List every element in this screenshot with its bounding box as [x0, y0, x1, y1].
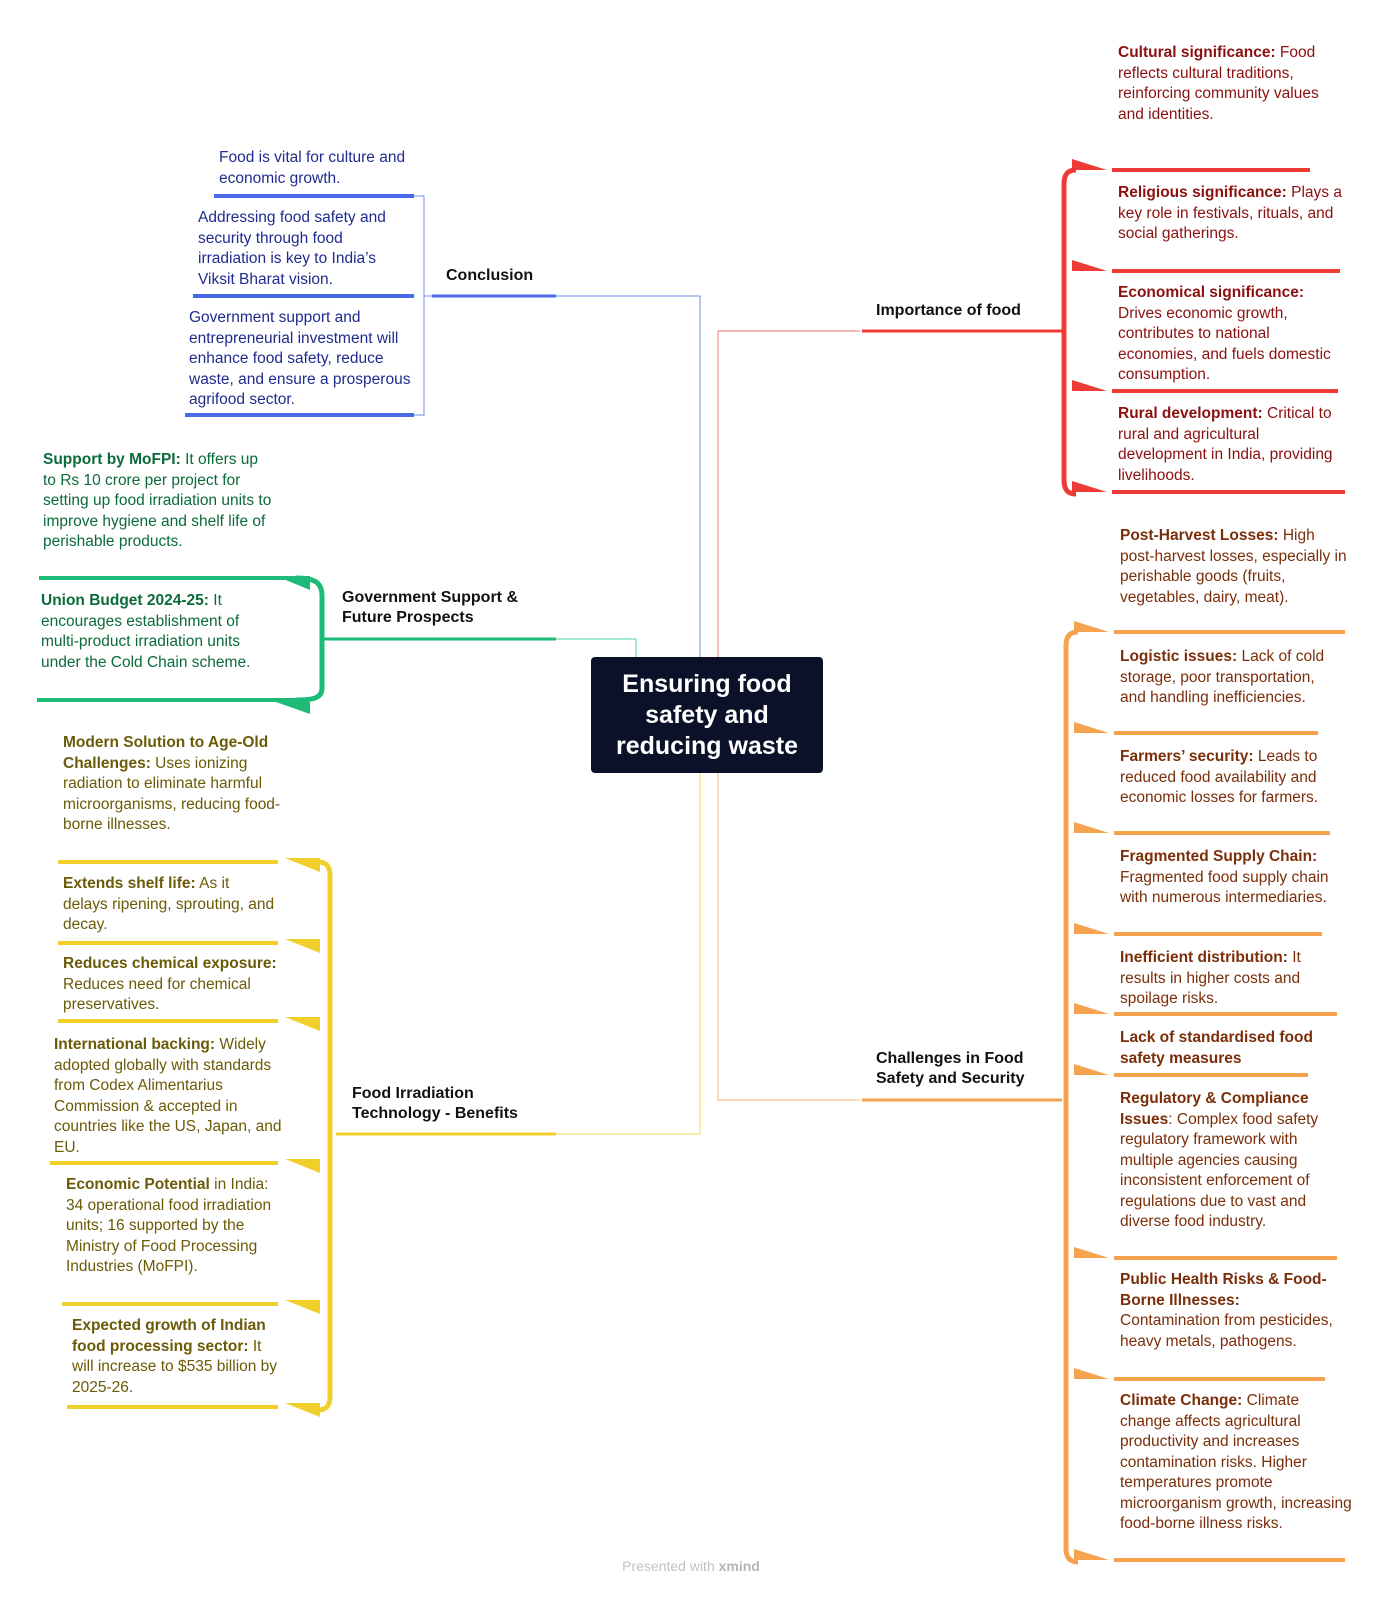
item-text: Fragmented food supply chain with numero…	[1120, 868, 1329, 907]
item-text: Lack of cold storage, poor transportatio…	[1120, 648, 1325, 706]
central-title: Ensuring food safety and reducing waste	[616, 669, 798, 760]
item-text: Contamination from pesticides, heavy met…	[1120, 1312, 1333, 1350]
item-title: Logistic issues:	[1120, 648, 1238, 665]
item-title: Religious significance:	[1118, 184, 1287, 201]
irradiation-item[interactable]: International backing: Widely adopted gl…	[54, 1035, 284, 1158]
challenges-connector	[717, 773, 860, 1101]
irradiation-item[interactable]: Modern Solution to Age-Old Challenges: U…	[63, 733, 283, 836]
item-text: Critical to rural and agricultural devel…	[1118, 405, 1333, 484]
item-title: Public Health Risks & Food-Borne Illness…	[1120, 1271, 1327, 1309]
item-text: Reduces need for chemical preservatives.	[63, 975, 251, 1014]
item-text: Widely adopted globally with standards f…	[54, 1036, 282, 1156]
branch-label: Conclusion	[446, 267, 534, 284]
item-text: It results in higher costs and spoilage …	[1120, 949, 1301, 1007]
irradiation-item[interactable]: Expected growth of Indian food processin…	[72, 1316, 282, 1398]
challenges-item[interactable]: Fragmented Supply Chain: Fragmented food…	[1120, 847, 1335, 909]
irradiation-item[interactable]: Extends shelf life: As it delays ripenin…	[63, 874, 278, 936]
item-text: As it delays ripening, sprouting, and de…	[63, 875, 275, 933]
challenges-item[interactable]: Regulatory & Compliance Issues: Complex …	[1120, 1089, 1345, 1233]
item-title: Rural development:	[1118, 405, 1263, 422]
item-text: in India: 34 operational food irradiatio…	[66, 1176, 272, 1275]
item-text: Food reflects cultural traditions, reinf…	[1118, 44, 1319, 123]
branch-label: Importance of food	[876, 302, 1021, 319]
branch-label: Challenges in Food Safety and Security	[876, 1050, 1025, 1087]
importance-tree	[1061, 159, 1345, 497]
item-title: Cultural significance:	[1118, 44, 1276, 61]
branch-government[interactable]: Government Support & Future Prospects	[342, 588, 552, 628]
importance-item[interactable]: Cultural significance: Food reflects cul…	[1118, 43, 1338, 125]
conclusion-tree	[185, 194, 432, 417]
item-title: Economical significance:	[1118, 284, 1305, 301]
item-title: Support by MoFPI:	[43, 451, 181, 468]
item-text: It offers up to Rs 10 crore per project …	[43, 451, 272, 550]
branch-label: Food Irradiation Technology - Benefits	[352, 1085, 518, 1122]
challenges-item[interactable]: Public Health Risks & Food-Borne Illness…	[1120, 1270, 1335, 1352]
government-item[interactable]: Support by MoFPI: It offers up to Rs 10 …	[43, 450, 273, 553]
item-text: Food is vital for culture and economic g…	[219, 149, 406, 187]
branch-challenges[interactable]: Challenges in Food Safety and Security	[876, 1049, 1066, 1089]
irradiation-item[interactable]: Economic Potential in India: 34 operatio…	[66, 1175, 281, 1278]
footer-prefix: Presented with	[622, 1558, 719, 1574]
government-item[interactable]: Union Budget 2024-25: It encourages esta…	[41, 591, 271, 673]
branch-label: Government Support & Future Prospects	[342, 589, 519, 626]
item-title: Fragmented Supply Chain:	[1120, 848, 1318, 865]
branch-conclusion[interactable]: Conclusion	[446, 266, 566, 286]
item-title: Post-Harvest Losses:	[1120, 527, 1279, 544]
challenges-item[interactable]: Farmers’ security: Leads to reduced food…	[1120, 747, 1345, 809]
item-text: Drives economic growth, contributes to n…	[1118, 304, 1331, 384]
item-text: It will increase to $535 billion by 2025…	[72, 1337, 278, 1396]
challenges-item[interactable]: Inefficient distribution: It results in …	[1120, 948, 1350, 1010]
importance-item[interactable]: Rural development: Critical to rural and…	[1118, 404, 1350, 486]
challenges-tree	[1063, 621, 1345, 1565]
central-topic[interactable]: Ensuring food safety and reducing waste	[591, 657, 823, 773]
item-text: High post-harvest losses, especially in …	[1120, 527, 1347, 606]
item-text: It encourages establishment of multi-pro…	[41, 592, 251, 671]
importance-item[interactable]: Economical significance: Drives economic…	[1118, 283, 1348, 386]
challenges-item[interactable]: Lack of standardised food safety measure…	[1120, 1028, 1320, 1069]
conclusion-connector	[556, 295, 701, 657]
government-connector	[556, 638, 637, 657]
item-text: : Complex food safety regulatory framewo…	[1120, 1110, 1319, 1231]
item-text: Plays a key role in festivals, rituals, …	[1118, 184, 1342, 242]
conclusion-item[interactable]: Government support and entrepreneurial i…	[189, 308, 417, 411]
conclusion-item[interactable]: Addressing food safety and security thro…	[198, 208, 413, 290]
branch-irradiation[interactable]: Food Irradiation Technology - Benefits	[352, 1084, 552, 1124]
item-title: Inefficient distribution:	[1120, 949, 1288, 966]
challenges-item[interactable]: Logistic issues: Lack of cold storage, p…	[1120, 647, 1335, 709]
item-title: Reduces chemical exposure:	[63, 955, 277, 972]
item-title: International backing:	[54, 1036, 216, 1053]
irradiation-item[interactable]: Reduces chemical exposure: Reduces need …	[63, 954, 283, 1016]
item-text: Leads to reduced food availability and e…	[1120, 748, 1319, 806]
importance-item[interactable]: Religious significance: Plays a key role…	[1118, 183, 1348, 245]
item-title: Economic Potential	[66, 1176, 210, 1193]
item-text: Addressing food safety and security thro…	[198, 209, 386, 288]
government-tree	[37, 575, 325, 714]
irradiation-connector	[556, 773, 701, 1135]
footer-credit: Presented with xmind	[0, 1558, 1382, 1574]
footer-brand: xmind	[718, 1558, 760, 1574]
item-title: Climate Change:	[1120, 1392, 1243, 1409]
branch-importance[interactable]: Importance of food	[876, 301, 1066, 321]
item-title: Expected growth of Indian food processin…	[72, 1317, 266, 1355]
item-title: Extends shelf life:	[63, 875, 196, 892]
importance-connector	[717, 330, 860, 657]
conclusion-item[interactable]: Food is vital for culture and economic g…	[219, 148, 419, 189]
item-text: Climate change affects agricultural prod…	[1120, 1392, 1352, 1532]
item-text: Uses ionizing radiation to eliminate har…	[63, 754, 281, 834]
item-text: Government support and entrepreneurial i…	[189, 309, 411, 408]
challenges-item[interactable]: Climate Change: Climate change affects a…	[1120, 1391, 1352, 1535]
item-title: Union Budget 2024-25:	[41, 592, 209, 609]
challenges-item[interactable]: Post-Harvest Losses: High post-harvest l…	[1120, 526, 1350, 608]
item-title: Modern Solution to Age-Old Challenges:	[63, 734, 269, 772]
item-title: Lack of standardised food safety measure…	[1120, 1029, 1313, 1067]
item-title: Farmers’ security:	[1120, 748, 1254, 765]
item-title: Regulatory & Compliance Issues	[1120, 1090, 1309, 1128]
irradiation-tree	[50, 858, 333, 1417]
